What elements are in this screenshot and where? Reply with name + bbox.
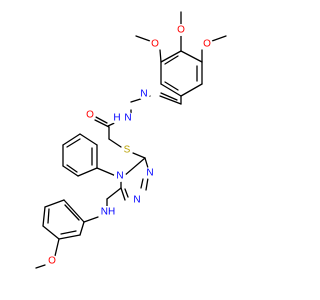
bond xyxy=(145,177,149,191)
svg-text:N: N xyxy=(124,113,131,124)
bond xyxy=(83,216,99,223)
bond xyxy=(47,208,50,224)
bond xyxy=(94,119,110,128)
atom-nh-amine: NH xyxy=(100,206,116,218)
bond xyxy=(164,81,179,91)
molecule-structure: O O O N O N H S xyxy=(35,11,227,269)
bond xyxy=(58,234,81,240)
atom-n-imine: N xyxy=(138,88,150,100)
atom-s: S xyxy=(121,144,133,156)
svg-text:O: O xyxy=(203,39,211,50)
bonds xyxy=(35,11,227,269)
bond xyxy=(160,92,178,101)
svg-text:N: N xyxy=(146,168,153,179)
atom-n-triazole-4: N xyxy=(114,170,126,182)
atom-o1: O xyxy=(175,24,187,36)
bond xyxy=(132,152,146,159)
svg-text:O: O xyxy=(48,256,56,267)
bond xyxy=(211,35,227,42)
bond xyxy=(120,187,126,201)
bond xyxy=(42,225,60,240)
atom-n-triazole-top: N xyxy=(144,167,156,179)
svg-text:N: N xyxy=(116,171,123,182)
atom-h-hydrazide: H xyxy=(111,112,123,124)
bond xyxy=(108,138,122,148)
atom-n-triazole-bottom: N xyxy=(131,194,143,206)
bond xyxy=(35,264,46,269)
bond xyxy=(135,35,151,42)
bond xyxy=(64,204,80,221)
bond xyxy=(123,157,146,177)
bond xyxy=(96,167,117,177)
atom-o-anisole: O xyxy=(46,255,58,267)
bond xyxy=(54,238,60,257)
bond xyxy=(180,50,203,63)
bond xyxy=(79,221,85,236)
svg-text:O: O xyxy=(151,39,159,50)
bond xyxy=(164,55,179,65)
bond xyxy=(63,199,85,223)
svg-text:N: N xyxy=(140,89,147,100)
bond xyxy=(66,138,81,148)
bond xyxy=(144,157,149,169)
bond xyxy=(42,206,46,227)
bond xyxy=(180,83,203,97)
bond xyxy=(159,95,182,105)
bond xyxy=(62,133,81,146)
bond xyxy=(62,165,79,177)
bond xyxy=(44,199,65,208)
atom-o-carbonyl: O xyxy=(84,109,96,121)
svg-text:O: O xyxy=(177,25,185,36)
bond xyxy=(159,49,162,63)
bond xyxy=(160,83,182,97)
svg-text:H: H xyxy=(113,113,120,124)
bond xyxy=(77,167,98,177)
svg-text:N: N xyxy=(133,195,140,206)
bond xyxy=(60,230,77,235)
bond xyxy=(93,115,108,124)
bond xyxy=(140,178,144,189)
bond xyxy=(66,164,78,173)
bond xyxy=(79,133,98,146)
atom-o2: O xyxy=(149,38,161,50)
atom-o3: O xyxy=(201,38,213,50)
structure-svg: O O O N O N H S xyxy=(35,11,227,269)
atom-n-hydrazide: N xyxy=(122,112,134,124)
bond xyxy=(124,188,129,198)
svg-text:NH: NH xyxy=(101,207,115,218)
atom-labels: O O O N O N H S xyxy=(46,24,213,267)
svg-text:S: S xyxy=(124,145,131,156)
bond xyxy=(106,187,122,200)
svg-text:O: O xyxy=(86,110,94,121)
bond xyxy=(160,50,182,63)
